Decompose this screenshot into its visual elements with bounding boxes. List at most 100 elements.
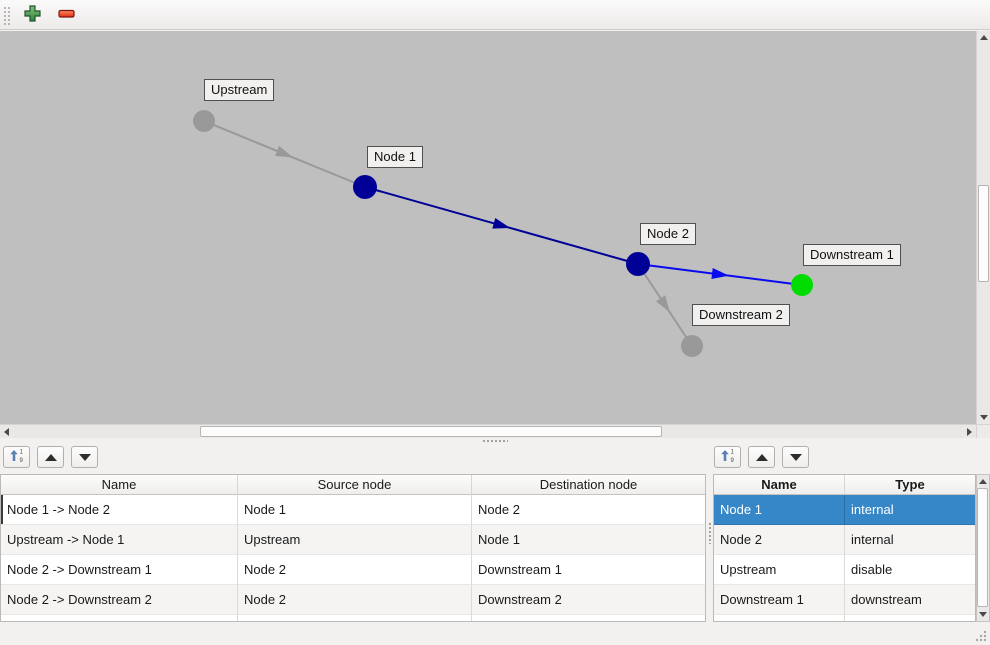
graph-horizontal-scrollbar[interactable] [0, 424, 976, 438]
scroll-down-arrow-icon[interactable] [977, 411, 990, 424]
add-button[interactable] [19, 2, 45, 28]
down-triangle-icon [789, 453, 802, 461]
table-cell[interactable]: internal [845, 495, 975, 525]
horizontal-splitter-handle[interactable] [0, 438, 990, 444]
scroll-right-arrow-icon[interactable] [963, 425, 976, 439]
sort-ascending-icon: 1 9 [720, 448, 735, 466]
table-cell[interactable]: Node 2 -> Downstream 2 [1, 585, 238, 615]
table-cell[interactable]: Node 2 [238, 555, 472, 585]
move-node-down-button[interactable] [782, 446, 809, 468]
edge-arrowhead-icon [656, 295, 670, 313]
column-header[interactable]: Name [1, 475, 238, 495]
table-cell[interactable]: Node 2 [238, 585, 472, 615]
table-cell[interactable]: Upstream -> Node 1 [1, 525, 238, 555]
move-edge-up-button[interactable] [37, 446, 64, 468]
scrollbar-corner [976, 424, 990, 438]
table-cell[interactable]: internal [845, 525, 975, 555]
graph-vertical-scrollbar[interactable] [976, 31, 990, 424]
table-cell[interactable]: Node 1 [714, 495, 845, 525]
table-cell[interactable] [472, 615, 705, 621]
node-label[interactable]: Node 1 [367, 146, 423, 168]
table-cell[interactable]: Node 2 [714, 525, 845, 555]
node-label[interactable]: Downstream 1 [803, 244, 901, 266]
graph-node[interactable] [353, 175, 377, 199]
table-cell[interactable]: Downstream 2 [472, 585, 705, 615]
scroll-up-arrow-icon[interactable] [977, 31, 990, 44]
table-cell[interactable]: Node 1 [472, 525, 705, 555]
table-cell[interactable] [714, 615, 845, 621]
sort-edges-button[interactable]: 1 9 [3, 446, 30, 468]
nodes-panel-toolbar: 1 9 [714, 446, 809, 468]
window-resize-grip[interactable] [974, 629, 987, 642]
edges-panel-toolbar: 1 9 [3, 446, 98, 468]
table-cell[interactable]: Upstream [714, 555, 845, 585]
edge-arrowhead-icon [492, 218, 511, 229]
minus-icon [57, 4, 76, 26]
up-triangle-icon [44, 453, 57, 461]
scroll-down-arrow-icon[interactable] [976, 608, 990, 621]
nodes-table-scrollbar[interactable] [976, 474, 990, 622]
move-edge-down-button[interactable] [71, 446, 98, 468]
table-row[interactable] [714, 615, 975, 621]
plus-icon [23, 4, 42, 26]
graph-node[interactable] [681, 335, 703, 357]
sort-nodes-button[interactable]: 1 9 [714, 446, 741, 468]
node-label[interactable]: Upstream [204, 79, 275, 101]
table-cell[interactable]: disable [845, 555, 975, 585]
table-cell[interactable]: Downstream 1 [472, 555, 705, 585]
graph-svg [193, 110, 813, 357]
toolbar-grip-handle[interactable] [3, 4, 11, 25]
graph-node[interactable] [193, 110, 215, 132]
table-cell[interactable] [845, 615, 975, 621]
move-node-up-button[interactable] [748, 446, 775, 468]
graph-node[interactable] [791, 274, 813, 296]
table-cell[interactable] [1, 615, 238, 621]
table-cell[interactable]: Downstream 1 [714, 585, 845, 615]
graph-node[interactable] [626, 252, 650, 276]
remove-button[interactable] [53, 2, 79, 28]
table-cell[interactable]: Node 2 -> Downstream 1 [1, 555, 238, 585]
table-cell[interactable]: downstream [845, 585, 975, 615]
svg-text:9: 9 [20, 458, 24, 463]
main-toolbar [0, 0, 990, 30]
column-header[interactable]: Type [895, 477, 925, 492]
scroll-up-arrow-icon[interactable] [976, 475, 990, 488]
table-cell[interactable]: Upstream [238, 525, 472, 555]
node-label[interactable]: Node 2 [640, 223, 696, 245]
table-row[interactable] [1, 615, 705, 621]
column-header[interactable]: Name [714, 475, 845, 495]
table-cell[interactable]: Node 1 -> Node 2 [1, 495, 238, 525]
status-bar [0, 622, 990, 645]
down-triangle-icon [78, 453, 91, 461]
splitter-dots-icon [482, 439, 508, 443]
column-header[interactable]: Source node [238, 475, 472, 495]
nodes-table-header: Name Type [714, 475, 975, 495]
sort-ascending-icon: 1 9 [9, 448, 24, 466]
table-cell[interactable] [238, 615, 472, 621]
node-label[interactable]: Downstream 2 [692, 304, 790, 326]
scroll-left-arrow-icon[interactable] [0, 425, 13, 439]
table-cell[interactable]: Node 1 [238, 495, 472, 525]
vertical-splitter-handle[interactable] [707, 444, 713, 622]
horizontal-scrollbar-thumb[interactable] [200, 426, 662, 437]
column-header[interactable]: Destination node [539, 477, 638, 492]
edge-arrowhead-icon [711, 268, 729, 279]
table-scrollbar-thumb[interactable] [977, 488, 988, 607]
edge-arrowhead-icon [275, 145, 293, 158]
table-cell[interactable]: Node 2 [472, 495, 705, 525]
vertical-scrollbar-thumb[interactable] [978, 185, 989, 282]
svg-text:1: 1 [731, 450, 735, 456]
